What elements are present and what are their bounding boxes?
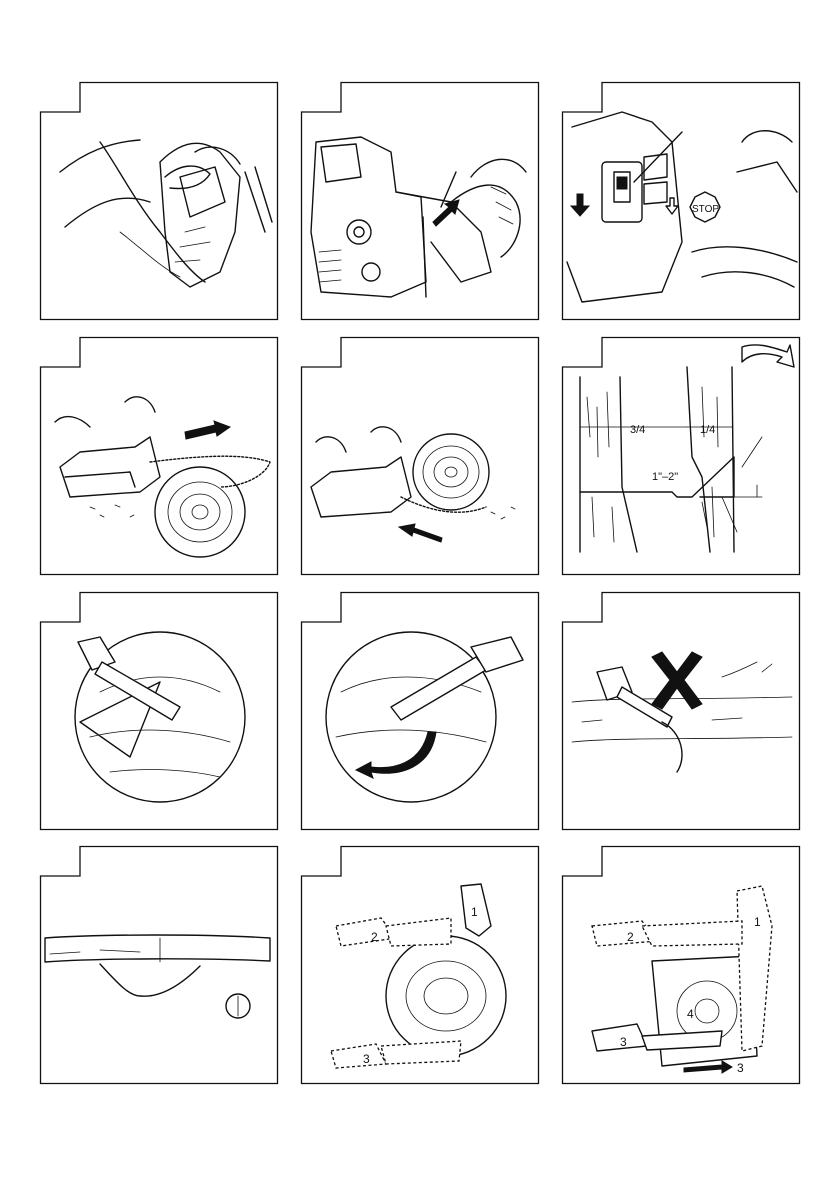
stop-label: STOP (692, 204, 719, 215)
position-4-label: 4 (687, 1007, 694, 1021)
illustration-panel-6-felling-notch: 3/4 1/4 1"–2" (562, 337, 800, 575)
illustration-panel-9-kickback-warning (562, 592, 800, 830)
illustration-panel-5-push-stroke (301, 337, 539, 575)
fraction-three-quarters: 3/4 (630, 424, 645, 436)
illustration-panel-2-chain-brake (301, 82, 539, 320)
position-1-label: 1 (754, 915, 761, 929)
fraction-one-quarter: 1/4 (700, 424, 715, 436)
illustration-panel-4-pull-stroke (40, 337, 278, 575)
arrow-3-label: 3 (737, 1061, 744, 1075)
illustration-panel-8-log-cut-underside (301, 592, 539, 830)
illustration-panel-1-starting-hold (40, 82, 278, 320)
illustration-panel-10-log-sag (40, 846, 278, 1084)
position-1-label: 1 (471, 905, 478, 919)
illustration-panel-11-cutting-sequence: 1 2 3 (301, 846, 539, 1084)
illustration-panel-7-log-cut-top (40, 592, 278, 830)
position-2-label: 2 (371, 930, 378, 944)
notch-depth-label: 1"–2" (652, 471, 678, 483)
illustration-panel-12-cutting-sequence-alt: 1 2 3 4 3 (562, 846, 800, 1084)
position-3-label: 3 (620, 1035, 627, 1049)
illustration-panel-3-stop-switch: STOP (562, 82, 800, 320)
position-3-label: 3 (363, 1052, 370, 1066)
position-2-label: 2 (627, 930, 634, 944)
